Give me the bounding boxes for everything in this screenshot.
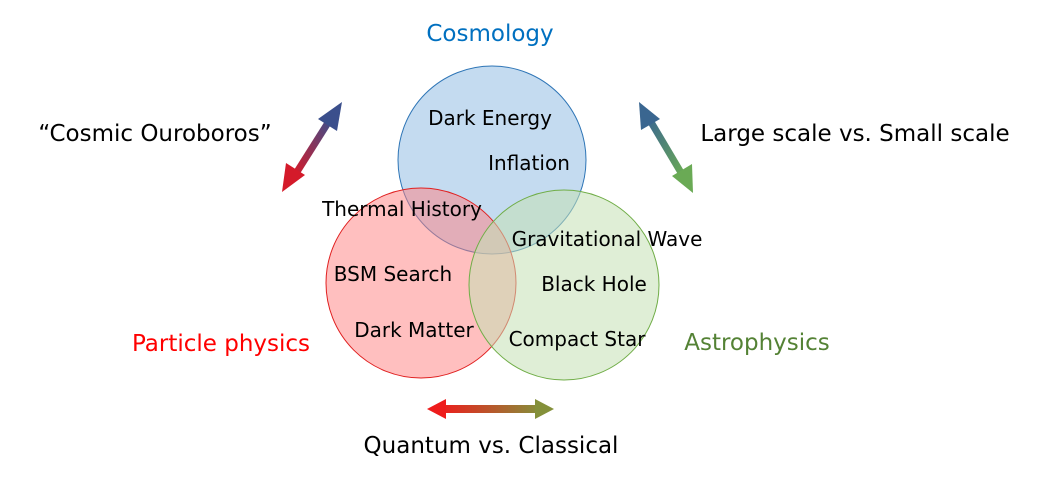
topic-compact-star: Compact Star <box>508 327 646 351</box>
ouroboros-label: “Cosmic Ouroboros” <box>38 121 272 147</box>
topic-dark-matter: Dark Matter <box>354 318 474 342</box>
scale-label: Large scale vs. Small scale <box>700 121 1010 147</box>
topic-bsm-search: BSM Search <box>333 262 453 286</box>
scale-arrow <box>639 102 693 193</box>
topic-inflation: Inflation <box>488 151 570 175</box>
particle-physics-heading: Particle physics <box>131 331 311 357</box>
topic-black-hole: Black Hole <box>541 272 647 296</box>
astrophysics-heading: Astrophysics <box>684 330 830 356</box>
quantum-arrow <box>427 399 554 419</box>
quantum-label: Quantum vs. Classical <box>363 433 619 459</box>
cosmology-heading: Cosmology <box>426 21 554 47</box>
topic-thermal-history: Thermal History <box>322 197 482 221</box>
ouroboros-arrow <box>282 102 342 192</box>
astro-circle <box>468 189 660 381</box>
topic-gravitational-wave: Gravitational Wave <box>511 227 703 251</box>
topic-dark-energy: Dark Energy <box>428 106 552 130</box>
